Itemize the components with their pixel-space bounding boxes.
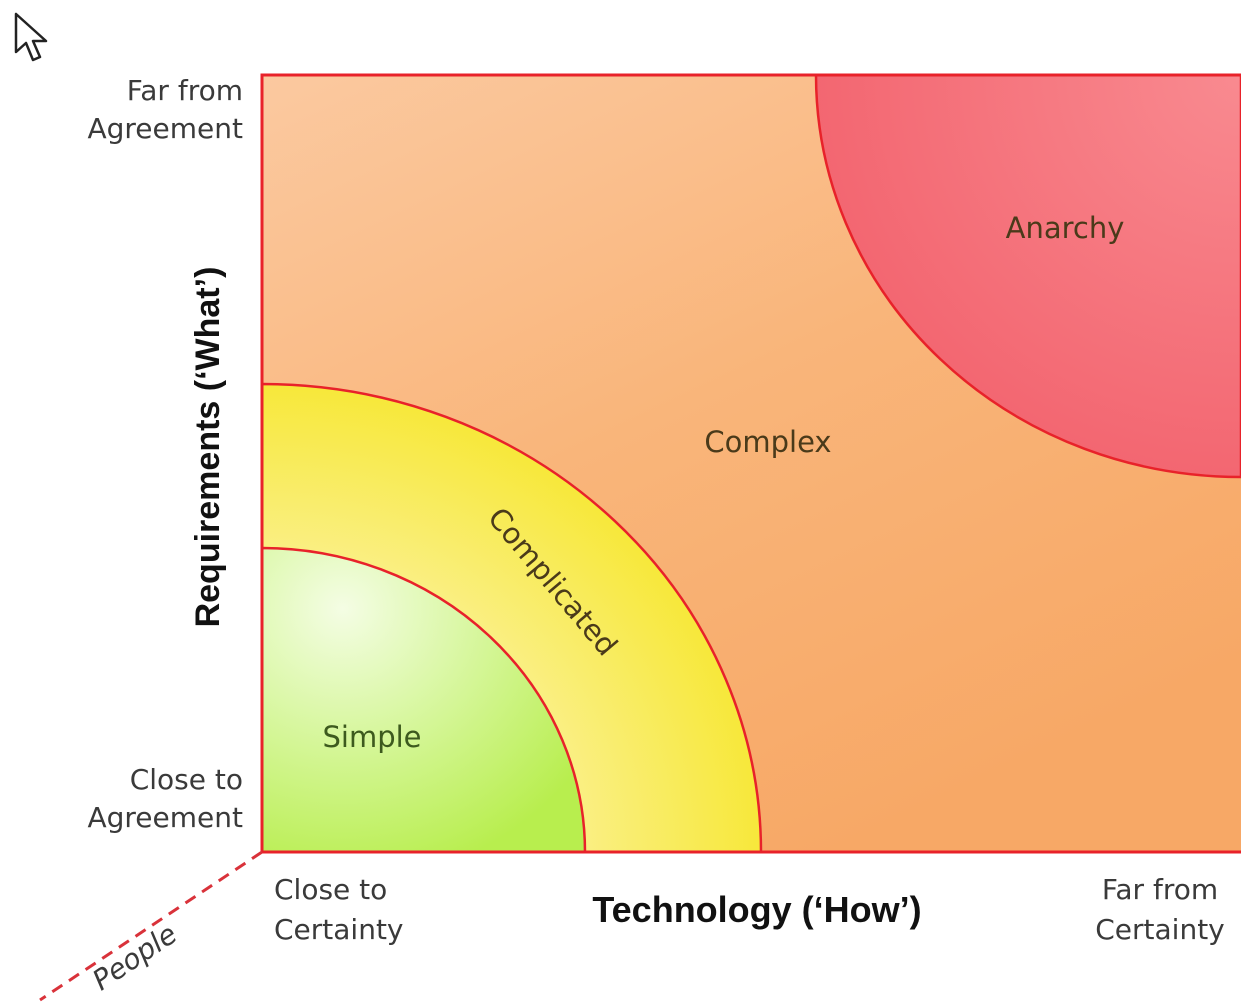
- matrix-plot-area: [262, 75, 1241, 852]
- anarchy-zone: [814, 75, 1241, 479]
- y-bottom-label-line2: Agreement: [87, 801, 243, 834]
- y-top-label-line2: Agreement: [87, 112, 243, 145]
- complex-label: Complex: [704, 425, 831, 459]
- people-axis-line: [39, 850, 263, 1002]
- x-right-label-line2: Certainty: [1095, 913, 1225, 946]
- people-axis-label: People: [86, 917, 182, 997]
- x-left-label-line1: Close to: [274, 873, 387, 906]
- x-left-label-line2: Certainty: [274, 913, 404, 946]
- simple-label: Simple: [322, 720, 421, 754]
- x-axis-title: Technology (‘How’): [592, 889, 921, 930]
- x-right-label-line1: Far from: [1102, 873, 1218, 906]
- y-axis-title: Requirements (‘What’): [189, 267, 227, 628]
- y-top-label-line1: Far from: [127, 74, 243, 107]
- anarchy-label: Anarchy: [1006, 211, 1125, 245]
- y-bottom-label-line1: Close to: [130, 763, 243, 796]
- simple-zone: [262, 546, 587, 852]
- mouse-pointer-icon: [14, 12, 48, 62]
- matrix-border: [260, 73, 1241, 854]
